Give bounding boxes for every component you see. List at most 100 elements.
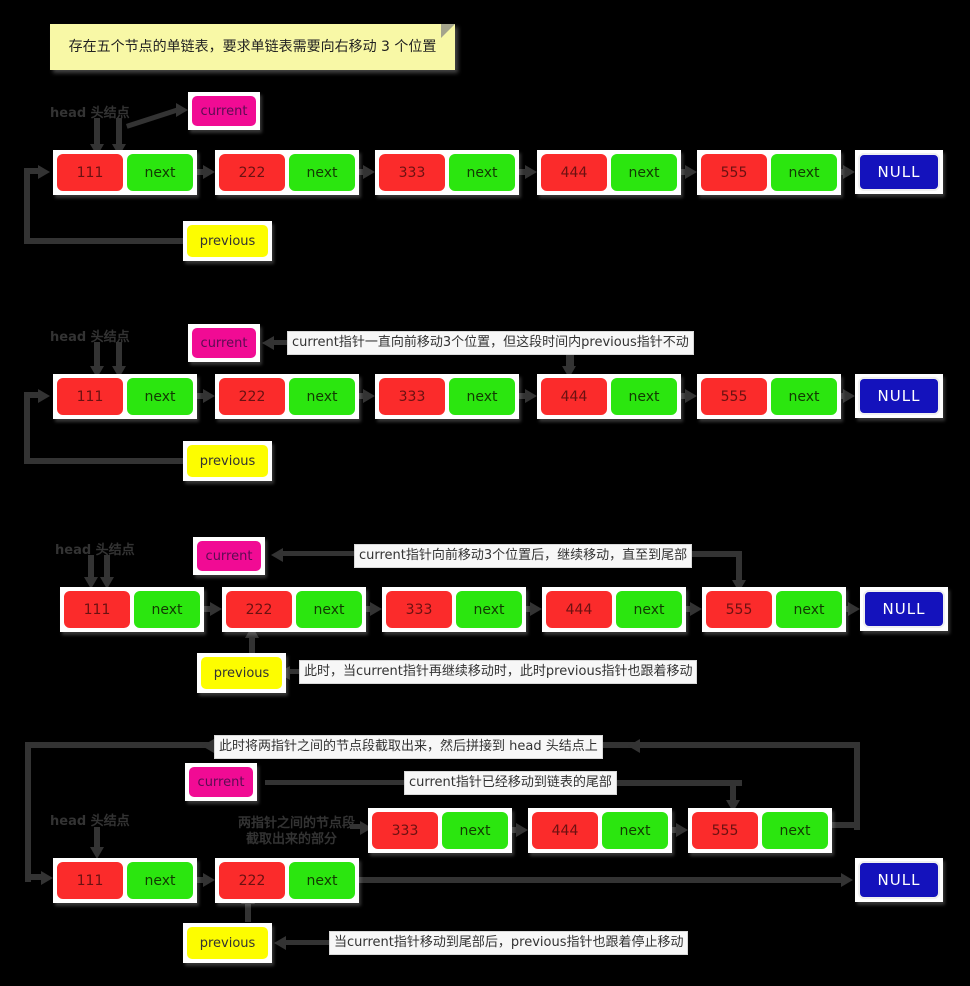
node-value: 444 [545,590,613,629]
arrowhead-right-icon [525,389,537,403]
arrow-line [736,551,742,582]
arrowhead-right-icon [848,602,860,616]
node-next: next [601,811,669,850]
arrow-line [668,827,676,833]
arrowhead-right-icon [841,873,853,887]
arrow-line [31,874,41,880]
arrow-line [362,606,370,612]
annotation-current-at-tail: current指针已经移动到链表的尾部 [405,772,616,794]
node-4-555: 555 next [688,808,832,853]
node-value: 111 [56,377,124,416]
arrow-line [24,168,30,244]
arrow-line [566,354,574,368]
node-value: 444 [540,377,608,416]
arrow-line [828,822,854,828]
null-node-1: NULL [855,150,943,194]
arrow-line [104,555,110,579]
arrow-line [116,342,122,368]
arrow-line [355,393,363,399]
arrow-line [600,780,742,786]
arrowhead-left-icon [271,548,283,562]
arrowhead-right-icon [525,165,537,179]
node-next: next [615,590,683,629]
arrow-line [245,900,251,922]
annotation-current-moves: current指针一直向前移动3个位置，但这段时间内previous指针不动 [288,332,693,354]
previous-pointer-3: previous [197,653,286,693]
head-label-1: head 头结点 [50,106,130,121]
node-value: 111 [56,153,124,192]
arrow-line [24,392,30,464]
node-3-555: 555 next [702,587,846,632]
null-node-3: NULL [860,587,948,631]
node-value: 333 [371,811,439,850]
arrowhead-right-icon [203,165,215,179]
arrow-line [515,169,527,175]
node-value: 333 [378,153,446,192]
node-value: 444 [531,811,599,850]
node-1-222: 222 next [215,150,359,195]
current-pointer-3: current [193,537,265,575]
arrow-line [94,118,100,146]
arrow-line [677,169,685,175]
arrowhead-right-icon [690,602,702,616]
previous-pointer-4: previous [183,923,272,963]
null-label: NULL [858,153,940,191]
node-next: next [295,590,363,629]
null-label: NULL [858,377,940,415]
node-4-111: 111 next [53,858,197,903]
arrow-line [25,742,31,882]
arrowhead-down-icon [90,847,104,859]
current-pointer-1: current [188,92,260,130]
arrow-line [350,824,360,829]
node-2-111: 111 next [53,374,197,419]
arrow-line [274,340,288,345]
arrow-line [522,606,530,612]
arrow-line [193,877,205,883]
annotation-previous-stops: 当current指针移动到尾部后，previous指针也跟着停止移动 [330,932,688,954]
head-label-4: head 头结点 [50,814,130,829]
node-value: 444 [540,153,608,192]
arrow-line [265,780,405,785]
node-next: next [133,590,201,629]
node-next: next [448,153,516,192]
arrowhead-right-icon [363,165,375,179]
null-label: NULL [863,590,945,628]
arrowhead-right-icon [363,389,375,403]
annotation-splice-to-head: 此时将两指针之间的节点段截取出来，然后拼接到 head 头结点上 [215,736,602,758]
arrow-line [283,551,355,556]
arrowhead-right-icon [676,823,688,837]
node-4-333: 333 next [368,808,512,853]
previous-pointer-label: previous [186,926,269,960]
arrow-line [730,780,736,802]
node-value: 111 [63,590,131,629]
arrowhead-right-icon [38,165,50,179]
previous-pointer-2: previous [183,441,272,481]
arrow-line [193,169,205,175]
node-4-444: 444 next [528,808,672,853]
arrow-line [30,392,38,398]
node-1-111: 111 next [53,150,197,195]
node-2-555: 555 next [697,374,841,419]
node-value: 333 [385,590,453,629]
node-value: 555 [705,590,773,629]
null-label: NULL [858,861,940,899]
annotation-previous-follows: 此时，当current指针再继续移动时，此时previous指针也跟着移动 [300,661,697,683]
arrow-line [508,827,516,833]
node-next: next [610,377,678,416]
arrow-line [286,940,330,945]
node-next: next [448,377,516,416]
arrow-line [249,634,255,654]
node-value: 222 [218,861,286,900]
arrow-line [357,877,841,883]
current-pointer-label: current [188,766,254,798]
arrowhead-down-icon [84,577,98,589]
node-value: 111 [56,861,124,900]
node-next: next [455,590,523,629]
arrowhead-right-icon [203,873,215,887]
sticky-note: 存在五个节点的单链表，要求单链表需要向右移动 3 个位置 [50,24,455,70]
arrow-line [88,555,94,579]
arrow-line [290,669,300,674]
node-next: next [288,377,356,416]
node-3-222: 222 next [222,587,366,632]
sticky-note-text: 存在五个节点的单链表，要求单链表需要向右移动 3 个位置 [68,39,437,55]
